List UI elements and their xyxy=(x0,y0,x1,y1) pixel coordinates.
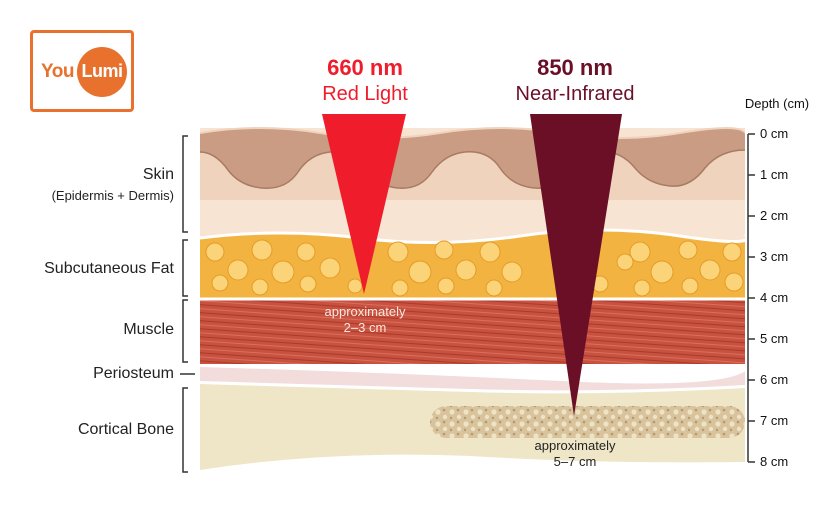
logo-text-lumi: Lumi xyxy=(81,61,124,81)
periosteum-label: Periosteum xyxy=(93,365,174,382)
cortical-bone-label: Cortical Bone xyxy=(77,421,174,438)
depth-ruler xyxy=(747,133,755,463)
depth-tick-7: 7 cm xyxy=(760,413,789,428)
depth-tick-6: 6 cm xyxy=(760,372,789,387)
depth-tick-8: 8 cm xyxy=(760,454,789,469)
depth-tick-5: 5 cm xyxy=(760,331,789,346)
red-wavelength: 660 nm xyxy=(327,55,403,80)
red-light-title: 660 nm Red Light xyxy=(290,55,440,107)
skin-sublabel: (Epidermis + Dermis) xyxy=(51,188,174,203)
skin-label: Skin xyxy=(142,166,174,183)
nir-light-title: 850 nm Near-Infrared xyxy=(490,55,660,107)
logo-circle xyxy=(77,47,127,97)
muscle-label: Muscle xyxy=(123,321,174,338)
nir-wavelength: 850 nm xyxy=(537,55,613,80)
depth-tick-2: 2 cm xyxy=(760,208,789,223)
layer-brackets xyxy=(180,135,195,473)
fat-label: Subcutaneous Fat xyxy=(44,260,174,277)
nir-depth-note-line2: 5–7 cm xyxy=(553,454,597,469)
fat-cells xyxy=(205,239,744,297)
depth-tick-0: 0 cm xyxy=(760,126,789,141)
depth-tick-3: 3 cm xyxy=(760,249,789,264)
nir-light-beam xyxy=(530,114,622,416)
depth-tick-4: 4 cm xyxy=(760,290,789,305)
youlumi-logo: You Lumi xyxy=(30,30,134,112)
depth-scale-title: Depth (cm) xyxy=(744,96,810,111)
depth-tick-1: 1 cm xyxy=(760,167,789,182)
nir-depth-note-line1: approximately xyxy=(534,438,616,453)
logo-text-you: You xyxy=(41,61,74,82)
red-light-beam xyxy=(322,114,406,294)
red-depth-note-line1: approximately xyxy=(324,304,406,319)
muscle-layer xyxy=(200,298,745,364)
bone-marrow xyxy=(430,406,745,438)
nir-depth-note: approximately 5–7 cm xyxy=(505,438,645,470)
red-light-name: Red Light xyxy=(322,83,408,105)
red-depth-note: approximately 2–3 cm xyxy=(300,304,430,336)
periosteum-layer xyxy=(200,366,745,392)
nir-light-name: Near-Infrared xyxy=(515,83,635,105)
red-depth-note-line2: 2–3 cm xyxy=(343,320,387,335)
